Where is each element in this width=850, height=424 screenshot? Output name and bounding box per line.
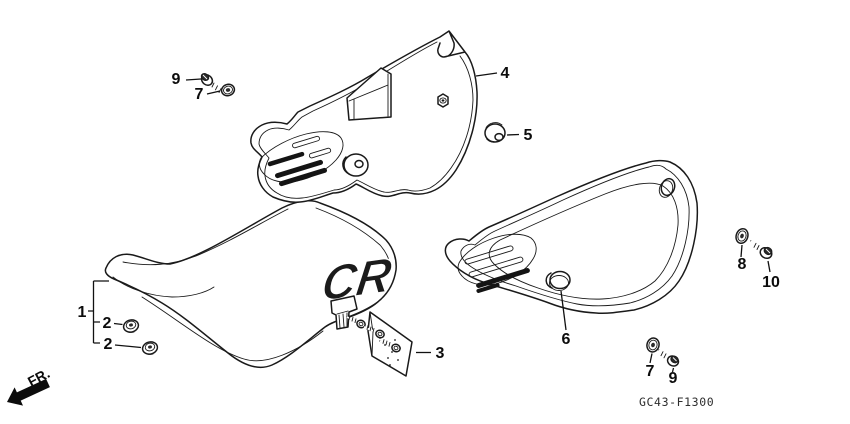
screw-icon — [346, 315, 366, 329]
figure-code: GC43-F1300 — [639, 395, 714, 409]
left-cover-tab — [346, 67, 392, 121]
seat-logo-inline: CR — [318, 248, 395, 312]
washer-top — [220, 83, 236, 97]
seat-rear-seam — [315, 207, 391, 273]
seat-logo: CR CR — [318, 247, 396, 312]
washer-bottom — [646, 337, 660, 353]
right-side-cover — [444, 159, 699, 314]
screw-icon — [379, 339, 401, 353]
bolt-bottom — [658, 349, 680, 367]
seat-rear-lower-seam — [349, 299, 381, 317]
callout-bolt-right: 10 — [762, 274, 780, 291]
grommet — [484, 122, 506, 143]
callout-right-cover: 6 — [562, 331, 571, 348]
seat: CR CR — [104, 199, 397, 369]
right-cover-boss — [545, 270, 571, 291]
front-arrow-icon — [7, 378, 50, 406]
callout-bracket: 3 — [436, 345, 445, 362]
callout-left-cover: 4 — [501, 65, 510, 82]
washer-right — [735, 227, 749, 245]
callout-bolt-top: 9 — [172, 71, 181, 88]
bracket-screws — [346, 315, 401, 353]
left-cover-lip — [258, 41, 474, 199]
bolt-top — [200, 72, 225, 95]
left-cover-vents — [258, 131, 344, 187]
callout-washer-bottom: 7 — [646, 363, 655, 380]
seat-rubber-a — [122, 319, 140, 333]
bracket-plate — [346, 311, 413, 377]
callout-washer-right: 8 — [738, 256, 747, 273]
callout-bolt-bottom: 9 — [669, 370, 678, 387]
seat-rubber-b — [141, 341, 159, 355]
callout-grommet: 5 — [524, 127, 533, 144]
callouts: 9 7 4 5 1 2 2 3 6 8 10 7 9 — [78, 65, 780, 387]
screw-icon — [363, 325, 385, 339]
right-cover-hole — [658, 177, 676, 198]
front-direction-indicator: FR. — [7, 365, 52, 406]
seat-front-seam — [112, 276, 215, 298]
right-cover-vents — [457, 233, 537, 293]
leader-lines — [88, 72, 771, 373]
left-cover-nut — [437, 93, 449, 108]
callout-seat-rubber-b: 2 — [104, 336, 113, 353]
seat-bottom-seam — [141, 296, 324, 362]
seat-top-seam — [122, 208, 289, 266]
left-cover-boss — [342, 153, 369, 177]
callout-seat: 1 — [78, 304, 87, 321]
right-cover-lip — [460, 164, 690, 307]
bolt-right — [750, 240, 773, 260]
callout-washer-top: 7 — [195, 86, 204, 103]
callout-seat-rubber-a: 2 — [103, 315, 112, 332]
left-side-cover — [250, 30, 478, 203]
seat-hinge-bracket — [330, 295, 358, 330]
